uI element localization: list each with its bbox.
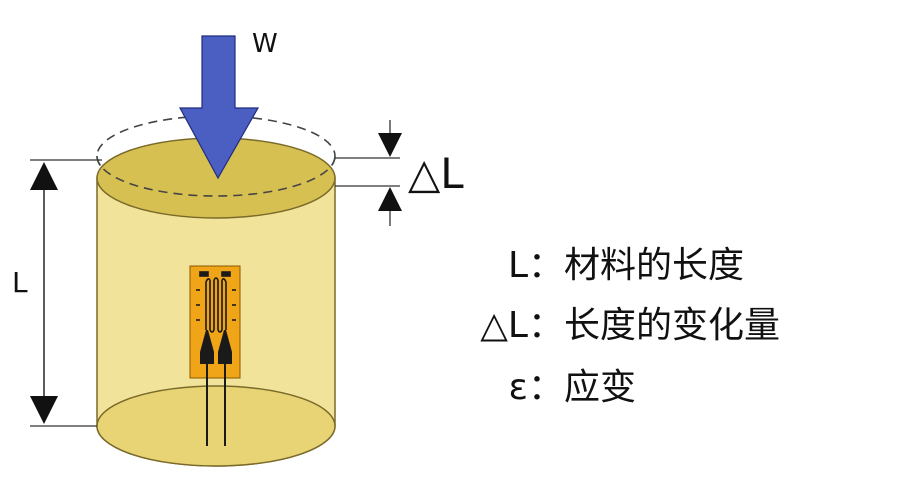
force-label: W — [252, 29, 278, 59]
legend-symbol: L — [507, 245, 528, 286]
strain-gauge — [189, 265, 241, 446]
legend-text: 材料的长度 — [564, 245, 745, 286]
legend-text: 应变 — [564, 367, 637, 408]
legend-item-length: L：材料的长度 — [488, 248, 744, 284]
gauge-tab-right — [218, 330, 232, 364]
legend-text: 长度的变化量 — [564, 305, 781, 346]
legend-separator: ： — [528, 367, 565, 408]
legend-symbol: ε — [508, 367, 528, 408]
length-arrow-bottom — [30, 396, 58, 424]
legend-symbol: △L — [480, 305, 528, 346]
gauge-tab-left — [200, 330, 214, 364]
delta-length-dimension — [335, 120, 400, 226]
length-arrow-top — [30, 162, 58, 190]
force-arrow — [178, 35, 260, 180]
legend-separator: ： — [528, 305, 565, 346]
legend-item-delta-length: △L：长度的变化量 — [451, 308, 780, 344]
cylinder-bottom — [96, 385, 336, 467]
legend-separator: ： — [528, 245, 565, 286]
delta-arrow-bottom — [378, 187, 402, 211]
original-top-front-arc — [96, 155, 336, 197]
gauge-grid — [196, 271, 236, 333]
length-dimension — [30, 159, 102, 427]
legend-item-strain: ε：应变 — [482, 367, 637, 408]
delta-arrow-top — [378, 133, 402, 157]
length-label: L — [12, 266, 28, 299]
gauge-backing — [189, 265, 241, 379]
delta-length-label: △L — [408, 149, 464, 198]
